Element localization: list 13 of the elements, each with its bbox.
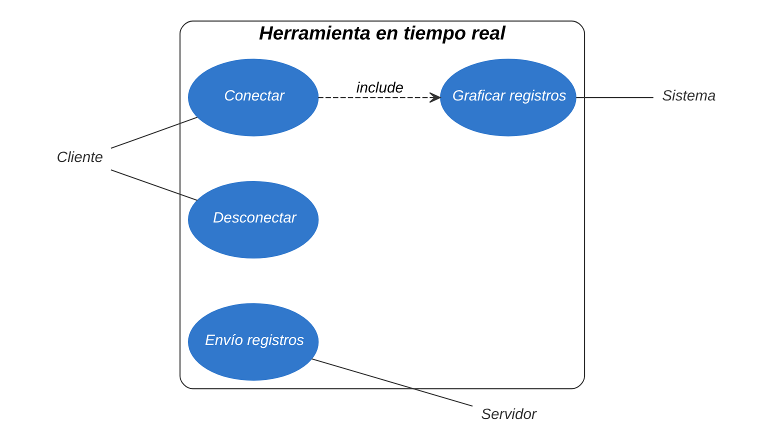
- arrow: [318, 92, 441, 103]
- connector: [110, 116, 198, 149]
- connector: [576, 97, 654, 98]
- node-text: Servidor: [481, 407, 536, 424]
- node-text: Sistema: [662, 88, 716, 104]
- node-ellipse: Desconectar: [188, 180, 319, 259]
- connector: [312, 358, 473, 407]
- connector: [110, 169, 198, 201]
- edge-label: include: [356, 80, 404, 96]
- node-ellipse: Conectar: [188, 58, 319, 136]
- node-ellipse: Envío registros: [188, 303, 319, 381]
- node-ellipse: Graficar registros: [440, 58, 576, 136]
- node-text: Cliente: [56, 150, 104, 166]
